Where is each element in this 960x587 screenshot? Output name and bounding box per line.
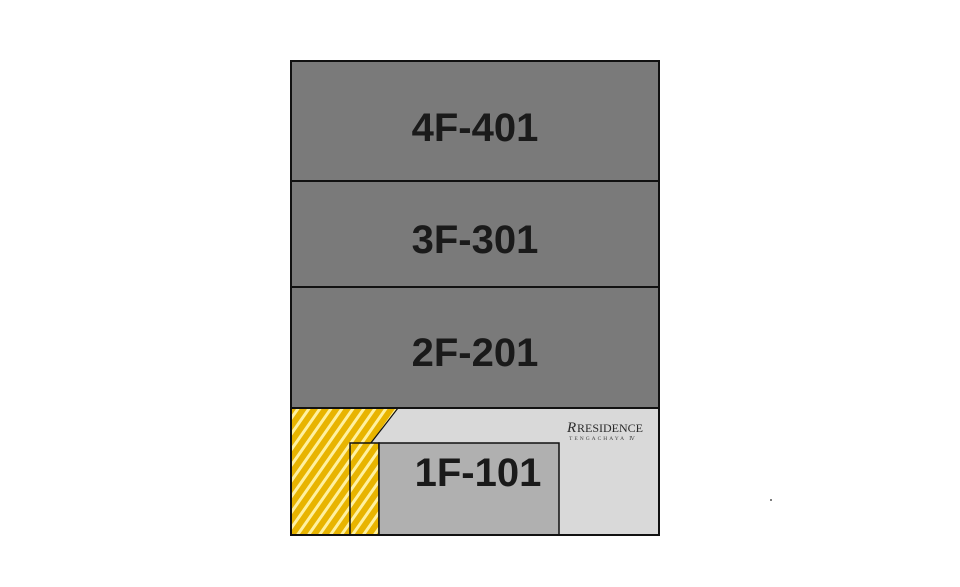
- floor-3f-label: 3F-301: [412, 218, 539, 262]
- floor-1f: 1F-101 R RESIDENCE TENGACHAYA Ⅳ: [290, 407, 660, 536]
- floor-1f-outline: [290, 407, 660, 536]
- floor-4f: 4F-401: [290, 60, 660, 182]
- logo-mark: R: [566, 420, 576, 436]
- floor-4f-block: [290, 60, 660, 182]
- floor-1f-label: 1F-101: [415, 451, 542, 495]
- stray-dot: [770, 499, 772, 501]
- floor-3f: 3F-301: [290, 180, 660, 288]
- floor-2f-block: [290, 286, 660, 409]
- logo-name: RESIDENCE: [577, 421, 643, 435]
- residence-logo: R RESIDENCE TENGACHAYA Ⅳ: [566, 420, 643, 442]
- entrance-column-hatch: [349, 442, 380, 536]
- floor-2f: 2F-201: [290, 286, 660, 409]
- floor-4f-label: 4F-401: [412, 106, 539, 150]
- floor-3f-block: [290, 180, 660, 288]
- logo-subtitle: TENGACHAYA Ⅳ: [569, 436, 637, 442]
- floor-2f-label: 2F-201: [412, 331, 539, 375]
